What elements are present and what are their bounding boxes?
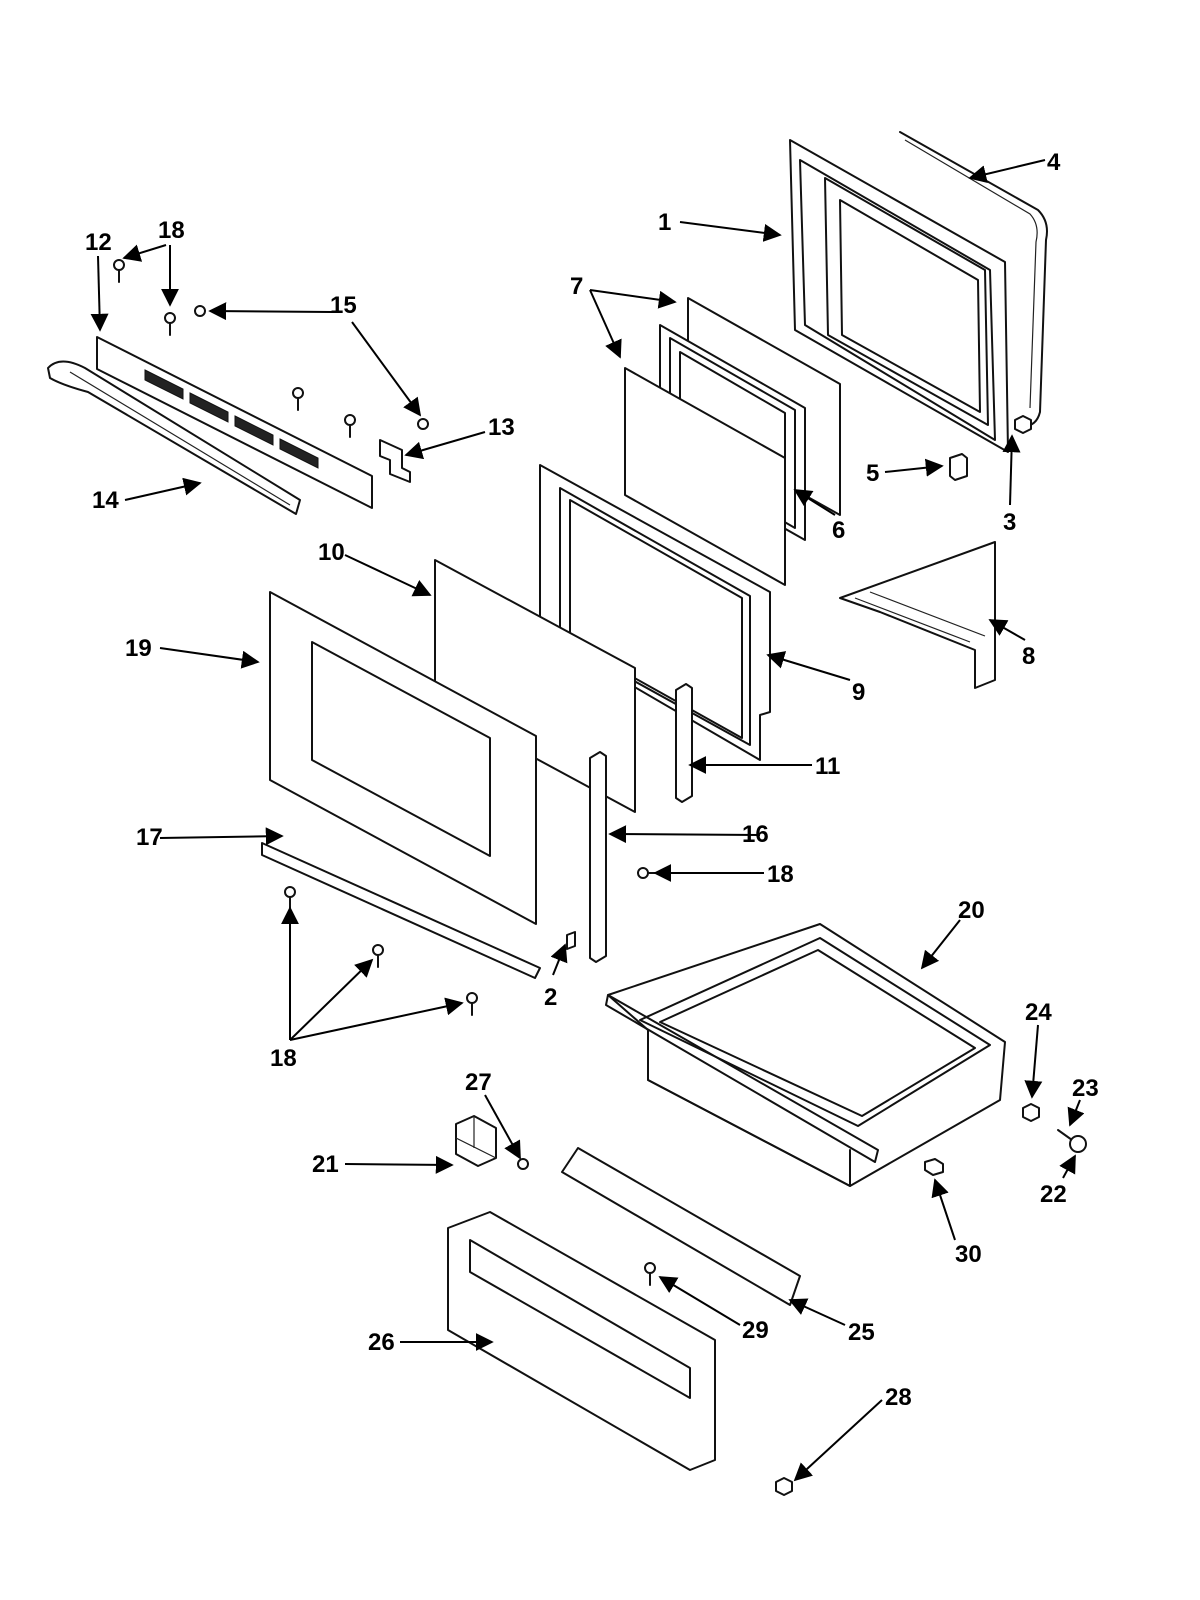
- callout-28: 28: [885, 1384, 912, 1411]
- callout-18-bottom: 18: [270, 1045, 297, 1072]
- callout-5: 5: [866, 460, 879, 487]
- callout-3: 3: [1003, 509, 1016, 536]
- callout-9: 9: [852, 679, 865, 706]
- callout-23: 23: [1072, 1075, 1099, 1102]
- callout-6: 6: [832, 517, 845, 544]
- callout-17: 17: [136, 824, 163, 851]
- part-16-side-trim: [589, 751, 607, 963]
- callout-16: 16: [742, 821, 769, 848]
- screw-icon: [644, 1262, 656, 1286]
- callout-26: 26: [368, 1329, 395, 1356]
- callout-25: 25: [848, 1319, 875, 1346]
- part-17-bottom-trim: [261, 842, 541, 979]
- part-30-bumper: [924, 1158, 944, 1176]
- part-13-hinge-bracket: [379, 439, 411, 483]
- callout-labels: 1 2 3 4 5 6 7 8 9 10 11 12 13 14 15 16 1…: [85, 149, 1099, 1411]
- part-10-door-glass: [434, 559, 636, 813]
- screw-icon: [292, 387, 304, 411]
- callout-8: 8: [1022, 643, 1035, 670]
- callout-30: 30: [955, 1241, 982, 1268]
- callout-18-mid: 18: [767, 861, 794, 888]
- callout-29: 29: [742, 1317, 769, 1344]
- callout-2: 2: [544, 984, 557, 1011]
- part-12-vent-trim: [96, 336, 373, 509]
- callout-21: 21: [312, 1151, 339, 1178]
- part-19-outer-door: [269, 591, 537, 925]
- callout-14: 14: [92, 487, 119, 514]
- callout-7: 7: [570, 273, 583, 300]
- callout-27: 27: [465, 1069, 492, 1096]
- screw-icon: [113, 259, 125, 283]
- callout-4: 4: [1047, 149, 1061, 176]
- callout-10: 10: [318, 539, 345, 566]
- part-14-door-handle: [47, 360, 301, 515]
- part-28-nut: [775, 1477, 793, 1496]
- callout-12: 12: [85, 229, 112, 256]
- callout-13: 13: [488, 414, 515, 441]
- callout-1: 1: [658, 209, 671, 236]
- part-11-hinge-channel: [675, 683, 693, 803]
- callout-20: 20: [958, 897, 985, 924]
- screw-icon: [466, 992, 478, 1016]
- callout-18-top: 18: [158, 217, 185, 244]
- part-24-nut: [1022, 1103, 1040, 1122]
- callout-19: 19: [125, 635, 152, 662]
- screw-icons: [113, 259, 661, 1286]
- screw-icon: [417, 418, 429, 430]
- screw-icon: [372, 944, 384, 968]
- part-8-insulation: [839, 541, 996, 689]
- part-20-drawer: [605, 923, 1006, 1187]
- part-26-drawer-front: [447, 1211, 716, 1471]
- screw-icon: [164, 312, 176, 336]
- screw-icon: [284, 886, 296, 910]
- part-7-glass-front: [624, 367, 786, 586]
- part-5-spacer: [949, 453, 968, 481]
- leader-lines: [90, 159, 1085, 1482]
- part-3-nut: [1014, 415, 1032, 434]
- part-23-screw: [1057, 1129, 1087, 1153]
- part-1-inner-door-panel: [789, 139, 1009, 453]
- callout-22: 22: [1040, 1181, 1067, 1208]
- callout-11: 11: [815, 753, 840, 780]
- callout-15: 15: [330, 292, 357, 319]
- part-21-drawer-bracket: [455, 1115, 497, 1167]
- screw-icon: [517, 1158, 529, 1170]
- screw-icon: [344, 414, 356, 438]
- screw-icon: [194, 305, 206, 317]
- callout-24: 24: [1025, 999, 1052, 1026]
- part-2-block: [566, 931, 576, 950]
